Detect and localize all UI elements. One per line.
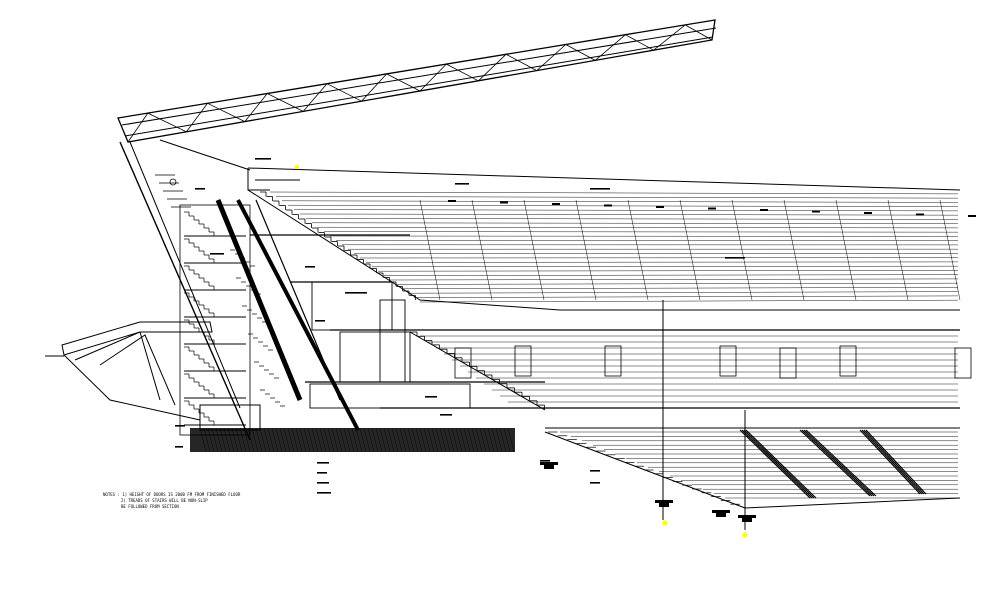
marker-top [294, 164, 300, 170]
notes-line-1: 1) HEIGHT OF DOORS IS 2000 FM FROM FINIS… [122, 492, 241, 497]
notes-line-2: 2) TREADS OF STAIRS WILL BE NON-SLIP [121, 498, 208, 503]
generated-detail [127, 24, 976, 522]
marker-mid [662, 520, 668, 526]
lower-tier-outline [409, 331, 961, 509]
back-wall-slope [119, 141, 251, 441]
general-notes: NOTES : 1) HEIGHT OF DOORS IS 2000 FM FR… [103, 492, 240, 510]
base-platform [190, 428, 515, 452]
upper-tier-outline [247, 167, 961, 311]
stair-core [215, 199, 303, 401]
marker-low [742, 532, 748, 538]
notes-label: NOTES : [103, 492, 120, 497]
notes-line-3: BE FOLLOWED FROM SECTION [121, 504, 179, 509]
roof-truss [117, 19, 717, 143]
left-canopy [45, 321, 213, 421]
